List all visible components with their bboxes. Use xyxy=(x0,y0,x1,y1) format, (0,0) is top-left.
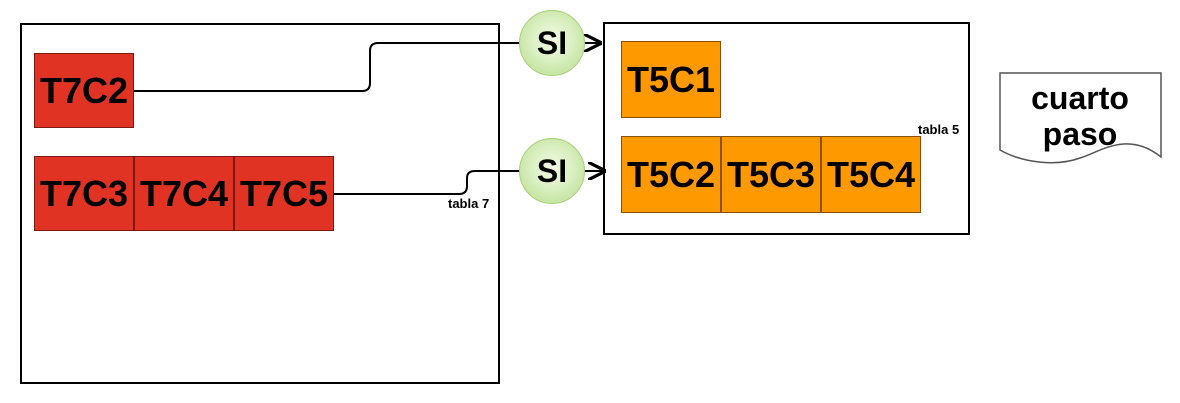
note-line-2: paso xyxy=(1042,116,1118,152)
tabla-5-label: tabla 5 xyxy=(918,122,960,137)
cell-t7c4: T7C4 xyxy=(134,156,234,231)
decision-si-bottom: SI xyxy=(519,138,585,204)
cell-t7c5: T7C5 xyxy=(234,156,334,231)
cell-t5c3: T5C3 xyxy=(721,136,821,213)
tabla-7-label: tabla 7 xyxy=(448,196,490,211)
connector-t7c5-t5c2 xyxy=(334,171,604,195)
note-text: cuarto paso xyxy=(1000,80,1160,152)
cell-t5c4: T5C4 xyxy=(821,136,921,213)
cell-t5c2: T5C2 xyxy=(621,136,721,213)
connector-t7c2-t5c1 xyxy=(134,43,600,92)
cell-t5c1: T5C1 xyxy=(621,41,721,118)
cell-t7c2: T7C2 xyxy=(34,53,134,128)
cell-t7c3: T7C3 xyxy=(34,156,134,231)
note-line-1: cuarto xyxy=(1031,80,1129,116)
decision-si-top: SI xyxy=(519,10,585,76)
